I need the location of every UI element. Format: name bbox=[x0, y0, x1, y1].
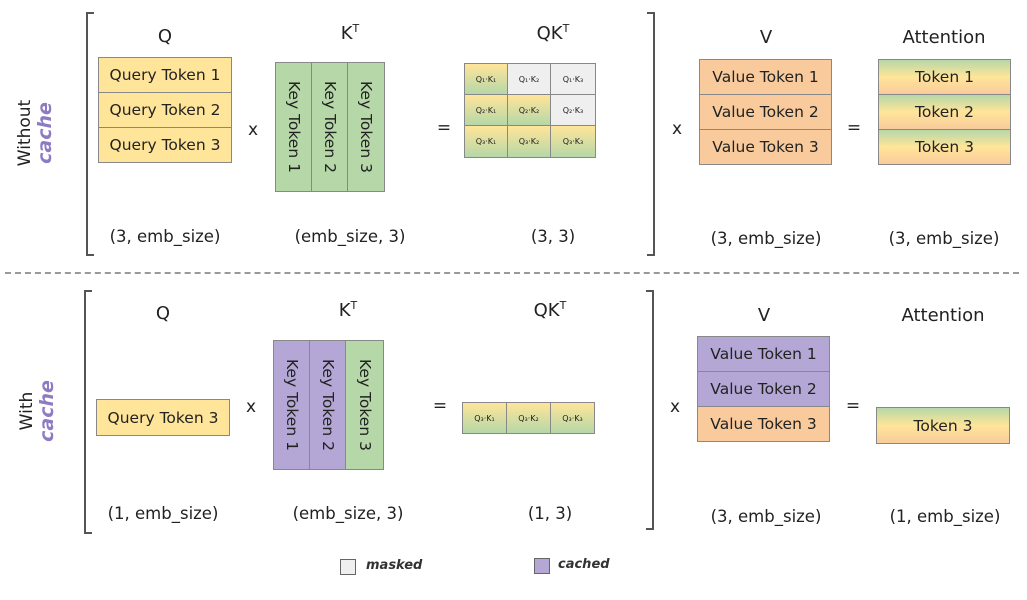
qkt-header: QKT bbox=[533, 299, 567, 321]
attention-dimension: (1, emb_size) bbox=[889, 507, 1001, 526]
key-token-column-cached: Key Token 2 bbox=[309, 340, 346, 470]
multiply-operator: x bbox=[247, 120, 259, 140]
qk-cell: Q₃·K₃ bbox=[550, 402, 595, 434]
qk-cell-masked: Q₁·K₂ bbox=[507, 63, 551, 95]
cached-legend-swatch bbox=[534, 558, 550, 574]
qkt-header: QKT bbox=[536, 22, 570, 44]
q-header: Q bbox=[157, 26, 173, 47]
attention-dimension: (3, emb_size) bbox=[888, 229, 1000, 248]
key-token-column: Key Token 3 bbox=[347, 62, 385, 192]
query-token-row: Query Token 3 bbox=[96, 399, 230, 436]
attention-token-row: Token 3 bbox=[878, 129, 1011, 165]
qkt-dimension: (1, 3) bbox=[527, 504, 573, 523]
qk-cell: Q₂·K₁ bbox=[464, 94, 508, 126]
section-divider bbox=[5, 272, 1019, 274]
value-token-row: Value Token 2 bbox=[699, 94, 832, 130]
q-dimension: (1, emb_size) bbox=[107, 504, 219, 523]
kt-header: KT bbox=[338, 299, 358, 321]
qk-cell: Q₃·K₁ bbox=[464, 125, 508, 158]
section-label-with-cache: With cache bbox=[17, 380, 58, 442]
query-token-row: Query Token 3 bbox=[98, 127, 232, 163]
right-bracket bbox=[647, 12, 655, 256]
equals-operator: = bbox=[846, 118, 862, 138]
attention-token-row: Token 1 bbox=[878, 59, 1011, 95]
equals-operator: = bbox=[432, 396, 448, 416]
qk-cell: Q₃·K₂ bbox=[507, 125, 551, 158]
value-token-row: Value Token 3 bbox=[697, 406, 830, 442]
value-token-row: Value Token 1 bbox=[699, 59, 832, 95]
attention-token-row: Token 3 bbox=[876, 407, 1010, 444]
qkt-dimension: (3, 3) bbox=[530, 227, 576, 246]
attention-header: Attention bbox=[902, 27, 986, 48]
qk-cell: Q₁·K₁ bbox=[464, 63, 508, 95]
key-token-column: Key Token 2 bbox=[311, 62, 348, 192]
multiply-operator: x bbox=[245, 397, 257, 417]
attention-header: Attention bbox=[901, 305, 985, 326]
q-header: Q bbox=[155, 303, 171, 324]
query-token-row: Query Token 2 bbox=[98, 92, 232, 128]
key-token-column: Key Token 3 bbox=[345, 340, 384, 470]
key-token-column: Key Token 1 bbox=[275, 62, 312, 192]
key-token-column-cached: Key Token 1 bbox=[273, 340, 310, 470]
query-token-row: Query Token 1 bbox=[98, 57, 232, 93]
qk-cell: Q₃·K₂ bbox=[506, 402, 551, 434]
v-dimension: (3, emb_size) bbox=[710, 507, 822, 526]
cached-legend-label: cached bbox=[558, 557, 610, 572]
left-bracket bbox=[86, 12, 94, 256]
equals-operator: = bbox=[436, 118, 452, 138]
qk-cell-masked: Q₁·K₃ bbox=[550, 63, 596, 95]
kt-dimension: (emb_size, 3) bbox=[292, 504, 404, 523]
section-label-without-cache: Without cache bbox=[15, 99, 56, 167]
value-token-row: Value Token 3 bbox=[699, 129, 832, 165]
q-dimension: (3, emb_size) bbox=[109, 227, 221, 246]
right-bracket bbox=[646, 290, 654, 530]
multiply-operator: x bbox=[669, 397, 681, 417]
qk-cell: Q₃·K₁ bbox=[462, 402, 507, 434]
value-token-row-cached: Value Token 2 bbox=[697, 371, 830, 407]
qk-cell-masked: Q₂·K₃ bbox=[550, 94, 596, 126]
equals-operator: = bbox=[845, 396, 861, 416]
value-token-row-cached: Value Token 1 bbox=[697, 336, 830, 372]
qk-cell: Q₂·K₂ bbox=[507, 94, 551, 126]
kt-header: KT bbox=[340, 22, 360, 44]
kt-dimension: (emb_size, 3) bbox=[294, 227, 406, 246]
v-header: V bbox=[759, 27, 773, 48]
attention-token-row: Token 2 bbox=[878, 94, 1011, 130]
left-bracket bbox=[84, 290, 92, 534]
masked-legend-swatch bbox=[340, 559, 356, 575]
qk-cell: Q₃·K₃ bbox=[550, 125, 596, 158]
masked-legend-label: masked bbox=[366, 558, 423, 573]
v-dimension: (3, emb_size) bbox=[710, 229, 822, 248]
v-header: V bbox=[757, 305, 771, 326]
multiply-operator: x bbox=[671, 119, 683, 139]
